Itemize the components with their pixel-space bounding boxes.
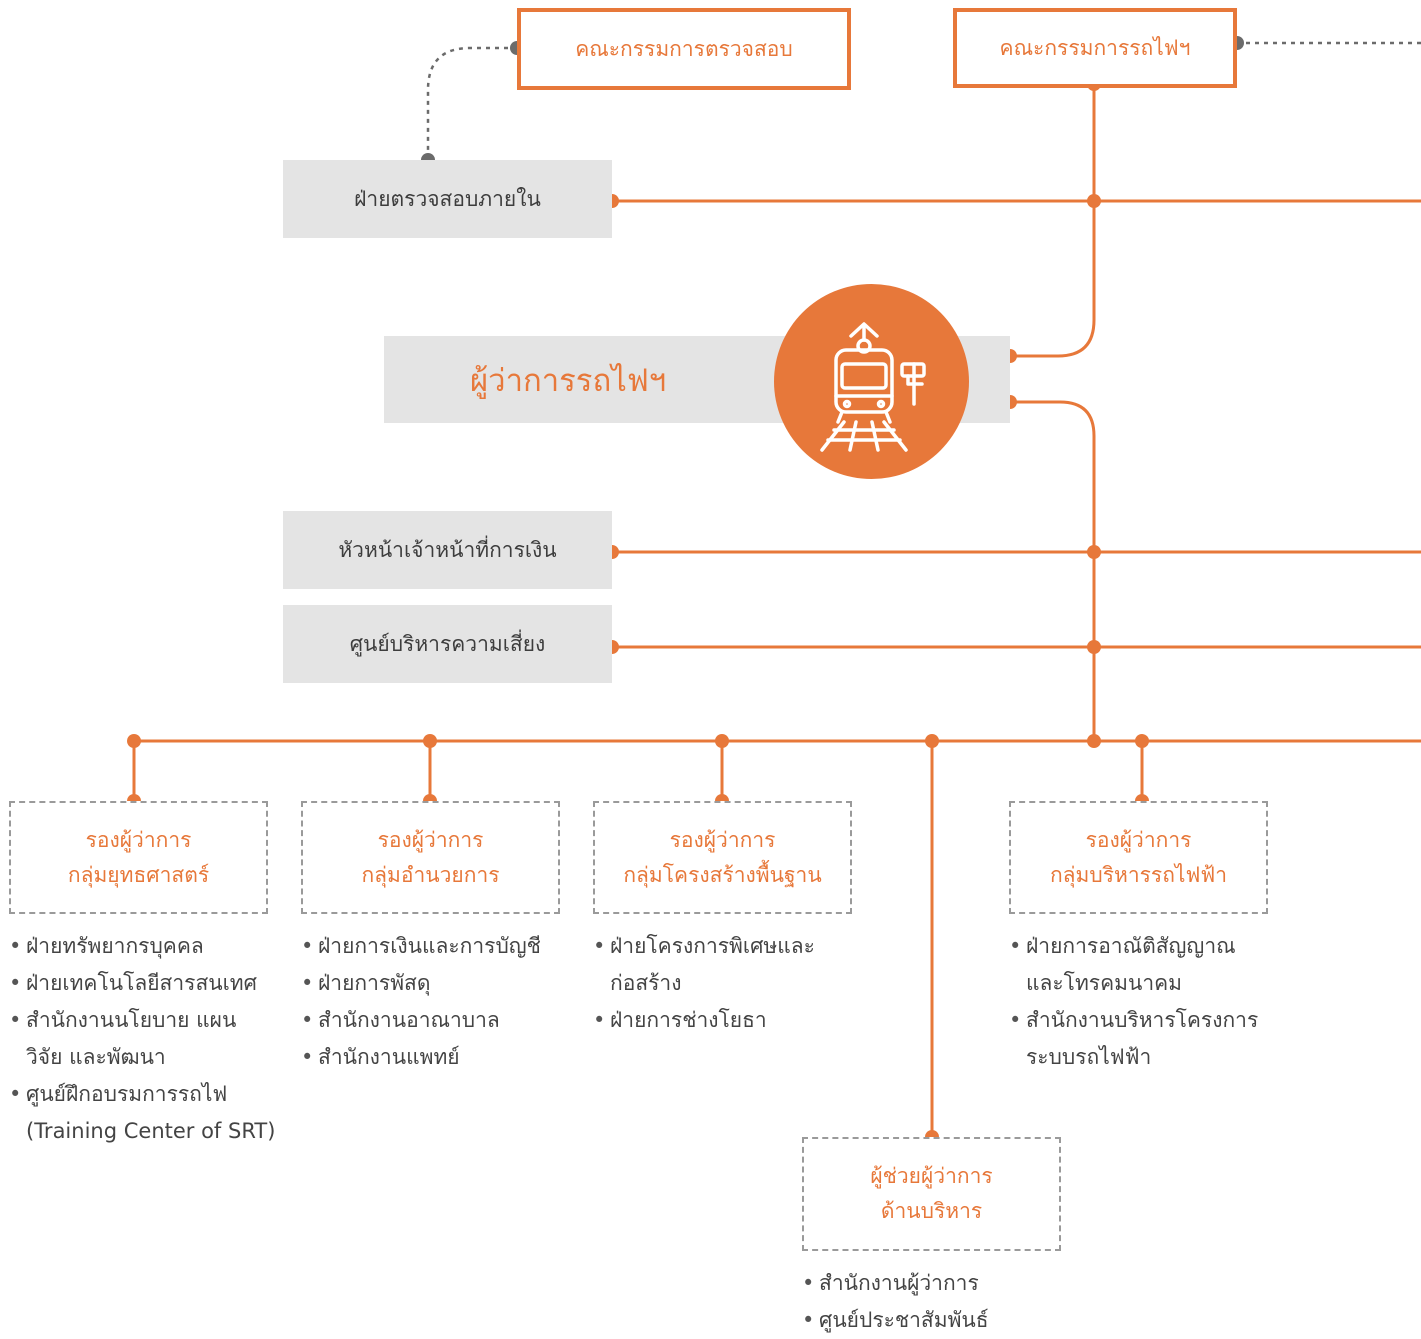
assistant-governor-title: ผู้ช่วยผู้ว่าการ [870, 1164, 993, 1188]
list-item: ฝ่ายโครงการพิเศษและ [593, 928, 853, 965]
railway-board-box: คณะกรรมการรถไฟฯ [953, 8, 1237, 88]
deputy-electric-group: กลุ่มบริหารรถไฟฟ้า [1049, 862, 1228, 887]
list-item: ฝ่ายการอาณัติสัญญาณ [1009, 928, 1299, 965]
list-item: สำนักงานผู้ว่าการ [802, 1265, 1062, 1302]
strategy-unit-list: ฝ่ายทรัพยากรบุคคล ฝ่ายเทคโนโลยีสารสนเทศ … [9, 928, 294, 1150]
list-item: สำนักงานบริหารโครงการ [1009, 1002, 1299, 1039]
deputy-infra-title: รองผู้ว่าการ [669, 827, 776, 852]
electric-unit-list: ฝ่ายการอาณัติสัญญาณ และโทรคมนาคม สำนักงา… [1009, 928, 1299, 1076]
assistant-governor-group: ด้านบริหาร [880, 1199, 983, 1223]
list-item: สำนักงานนโยบาย แผน [9, 1002, 294, 1039]
deputy-admin-box: รองผู้ว่าการ กลุ่มอำนวยการ [301, 801, 560, 914]
cfo-box: หัวหน้าเจ้าหน้าที่การเงิน [283, 511, 612, 589]
audit-committee-box: คณะกรรมการตรวจสอบ [517, 8, 851, 90]
list-item: สำนักงานแพทย์ [301, 1039, 571, 1076]
list-item-continuation: ก่อสร้าง [610, 971, 682, 995]
admin-unit-list: ฝ่ายการเงินและการบัญชี ฝ่ายการพัสดุ สำนั… [301, 928, 571, 1076]
list-item: ศูนย์ฝึกอบรมการรถไฟ [9, 1076, 294, 1113]
list-item: สำนักงานอาณาบาล [301, 1002, 571, 1039]
risk-center-label: ศูนย์บริหารความเสี่ยง [349, 631, 546, 656]
deputy-admin-group: กลุ่มอำนวยการ [361, 862, 500, 887]
list-item-continuation: และโทรคมนาคม [1026, 971, 1183, 995]
infra-unit-list: ฝ่ายโครงการพิเศษและ ก่อสร้าง ฝ่ายการช่าง… [593, 928, 853, 1039]
deputy-strategy-title: รองผู้ว่าการ [85, 827, 192, 852]
cfo-label: หัวหน้าเจ้าหน้าที่การเงิน [338, 537, 557, 562]
risk-center-box: ศูนย์บริหารความเสี่ยง [283, 605, 612, 683]
deputy-electric-box: รองผู้ว่าการ กลุ่มบริหารรถไฟฟ้า [1009, 801, 1268, 914]
audit-dotted-line [426, 46, 517, 160]
list-item: ฝ่ายการช่างโยธา [593, 1002, 853, 1039]
internal-audit-label: ฝ่ายตรวจสอบภายใน [354, 186, 541, 211]
railway-board-label: คณะกรรมการรถไฟฯ [999, 35, 1191, 60]
deputy-strategy-group: กลุ่มยุทธศาสตร์ [67, 862, 210, 887]
list-item: ฝ่ายทรัพยากรบุคคล [9, 928, 294, 965]
list-item-continuation: ระบบรถไฟฟ้า [1026, 1045, 1152, 1069]
internal-audit-box: ฝ่ายตรวจสอบภายใน [283, 160, 612, 238]
governor-emblem [774, 284, 969, 479]
governor-to-units-line [1010, 400, 1096, 740]
list-item: ฝ่ายการพัสดุ [301, 965, 571, 1002]
audit-committee-label: คณะกรรมการตรวจสอบ [575, 36, 793, 61]
list-item: ศูนย์ประชาสัมพันธ์ [802, 1302, 1062, 1339]
deputy-infra-box: รองผู้ว่าการ กลุ่มโครงสร้างพื้นฐาน [593, 801, 852, 914]
train-icon [820, 322, 926, 452]
list-item: ฝ่ายการเงินและการบัญชี [301, 928, 571, 965]
list-item-continuation: วิจัย และพัฒนา [26, 1045, 166, 1069]
deputy-electric-title: รองผู้ว่าการ [1085, 827, 1192, 852]
assistant-governor-box: ผู้ช่วยผู้ว่าการ ด้านบริหาร [802, 1137, 1061, 1251]
deputy-strategy-box: รองผู้ว่าการ กลุ่มยุทธศาสตร์ [9, 801, 268, 914]
deputy-infra-group: กลุ่มโครงสร้างพื้นฐาน [623, 862, 822, 887]
list-item-continuation: (Training Center of SRT) [26, 1119, 276, 1143]
board-to-governor-line [1010, 86, 1096, 358]
governor-label: ผู้ว่าการรถไฟฯ [470, 362, 667, 399]
list-item: ฝ่ายเทคโนโลยีสารสนเทศ [9, 965, 294, 1002]
deputy-admin-title: รองผู้ว่าการ [377, 827, 484, 852]
assistant-unit-list: สำนักงานผู้ว่าการ ศูนย์ประชาสัมพันธ์ [802, 1265, 1062, 1339]
